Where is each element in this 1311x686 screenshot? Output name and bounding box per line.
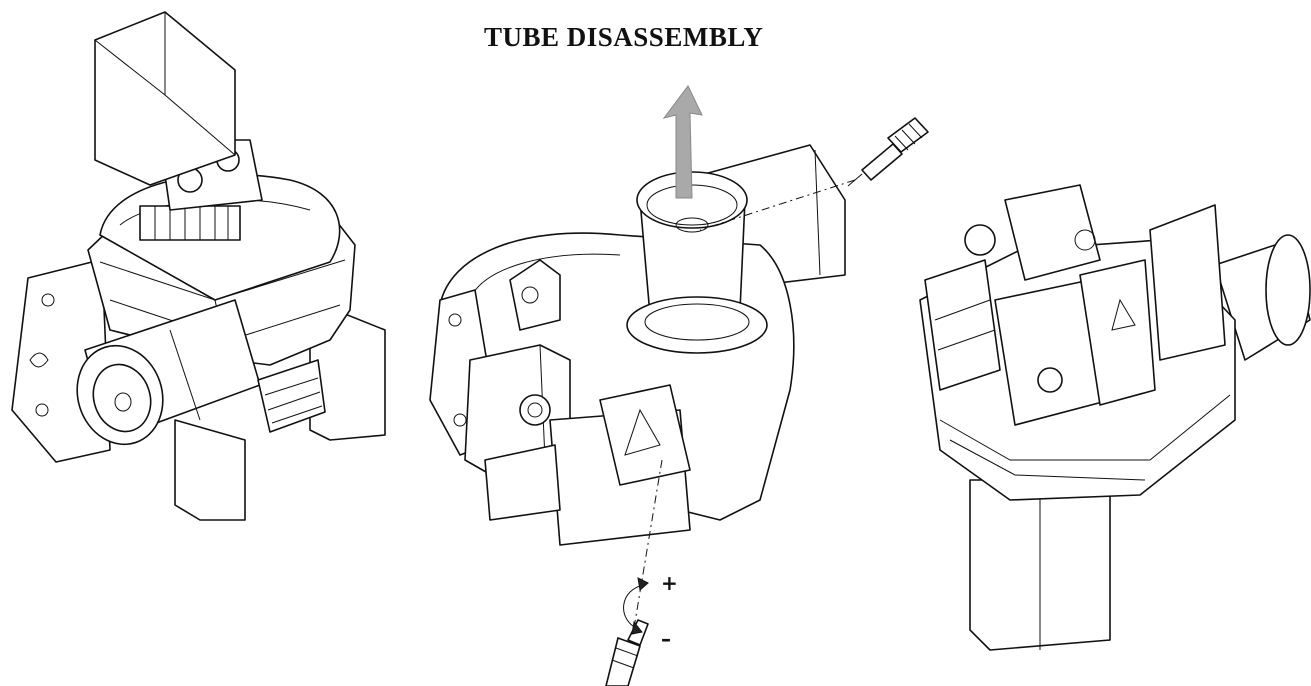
blast-tube-left — [76, 299, 261, 446]
burner-rear-view-right — [919, 184, 1311, 651]
diagram-title: TUBE DISASSEMBLY — [484, 22, 764, 52]
screwdriver-top — [847, 117, 929, 187]
motor-unit — [94, 11, 263, 211]
adjust-rotation-arrows: + – — [623, 571, 678, 651]
burner-assembled-left — [11, 11, 386, 521]
increase-sign: + — [661, 571, 678, 595]
air-intake-grille — [139, 205, 241, 241]
blast-tube-removed — [626, 171, 768, 354]
screwdriver-bottom — [605, 619, 649, 686]
burner-disassembly-center: + – — [429, 85, 929, 686]
decrease-sign: – — [661, 627, 671, 651]
pull-up-arrow — [662, 85, 703, 199]
